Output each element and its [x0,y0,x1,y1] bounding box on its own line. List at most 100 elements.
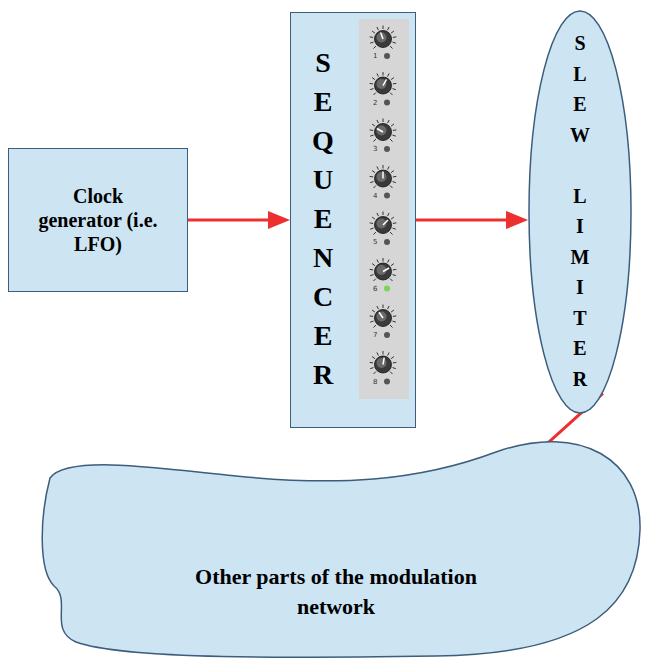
tick [383,258,384,262]
step-number: 3 [373,145,377,153]
tick [388,352,390,355]
step-led [384,146,390,152]
panel [359,19,409,399]
ellipse-shape [529,11,631,413]
step-led [384,53,390,59]
clock-box: Clock generator (i.e. LFO) [8,148,188,292]
tick [370,89,373,90]
tick [393,42,396,43]
tick [377,352,379,355]
tick [390,325,392,327]
tick [390,186,392,188]
tick [383,212,384,216]
knob-cap [377,172,387,182]
tick [370,36,373,38]
tick [393,89,396,90]
tick [377,27,379,30]
tick [372,217,375,219]
knob-pointer [381,32,383,39]
tick [377,166,379,169]
step-number: 6 [373,285,377,293]
tick [393,36,396,38]
knob [375,310,392,327]
signal-arrow [416,211,528,229]
tick [370,176,373,178]
tick [373,232,375,234]
tick [391,357,394,359]
tick [393,83,396,85]
step-led [384,332,390,338]
knob-pointer [383,220,388,225]
tick [377,73,379,76]
tick [393,321,396,322]
tick [393,269,396,271]
arrow-line [188,219,270,222]
tick [393,228,396,229]
knob-pointer [382,172,384,179]
tick [383,72,384,76]
step-number: 8 [373,378,377,386]
tick [370,228,373,229]
tick [383,305,384,309]
network-cloud: Other parts of the modulation network [36,420,648,662]
tick [377,306,379,309]
tick [370,182,373,183]
knob-pointer [383,268,389,272]
knob [375,170,392,187]
tick [383,351,384,355]
tick [383,165,384,169]
knob-cap [377,312,387,322]
tick [390,232,392,234]
tick [390,372,392,374]
signal-arrow [188,211,290,229]
tick [393,368,396,369]
knob-cap [377,79,387,89]
step-number: 4 [373,192,377,200]
node-label: SEQUENCER [301,43,345,394]
tick [388,259,390,262]
knob [375,217,392,234]
tick [390,139,392,141]
tick [393,176,396,178]
tick [391,78,394,80]
tick [390,279,392,281]
tick [377,259,379,262]
tick [388,27,390,30]
step-number: 5 [373,238,377,246]
tick [393,275,396,276]
knob-cap [377,126,387,136]
step-number: 7 [373,331,377,339]
tick [393,129,396,131]
tick [373,46,375,48]
tick [370,315,373,317]
slew-limiter-ellipse: SLEW LIMITER [528,10,632,414]
node-label: Clock generator (i.e. LFO) [38,184,158,256]
tick [393,222,396,224]
tick [370,269,373,271]
knob-cap [377,33,387,43]
tick [370,368,373,369]
tick [391,310,394,312]
tick [372,264,375,266]
step-led [384,193,390,199]
knob [375,31,392,48]
tick [370,42,373,43]
step-number: 1 [373,52,377,60]
tick [372,171,375,173]
tick [372,31,375,33]
tick [388,166,390,169]
knob-pointer [377,129,383,133]
cloud-outline [36,420,648,662]
tick [373,186,375,188]
tick [370,275,373,276]
knob [375,356,392,373]
tick [391,124,394,126]
cloud-shape [42,442,640,658]
knob-strip [359,19,409,399]
tick [370,222,373,224]
arrowhead [268,211,290,229]
tick [373,93,375,95]
tick [370,321,373,322]
knob-pointer [383,79,387,85]
knob-pointer [383,358,384,365]
